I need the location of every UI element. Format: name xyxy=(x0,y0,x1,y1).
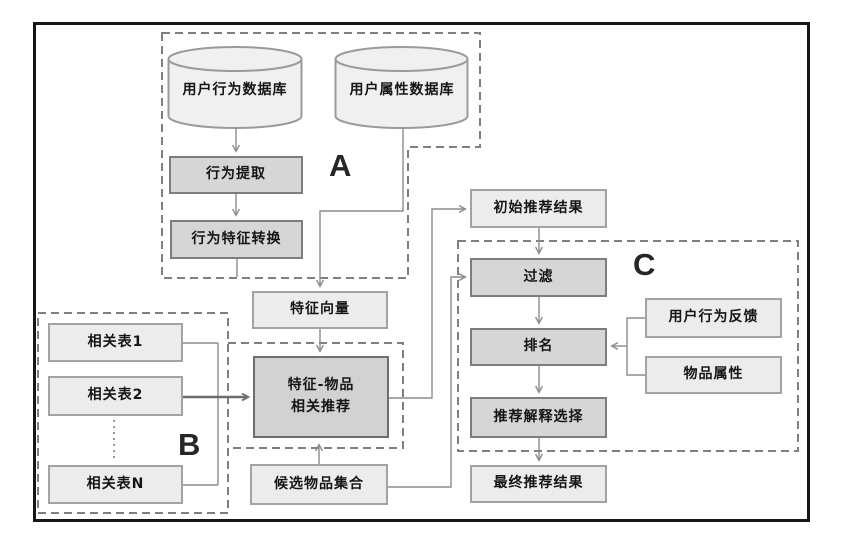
node-behavior-extraction: 行为提取 xyxy=(169,156,303,194)
node-candidate-item-set: 候选物品集合 xyxy=(250,464,388,505)
node-feature-item-recommendation: 特征-物品 相关推荐 xyxy=(253,356,389,438)
label-group-a: A xyxy=(329,148,352,183)
node-final-results: 最终推荐结果 xyxy=(470,465,607,503)
node-explanation-selection: 推荐解释选择 xyxy=(470,397,607,438)
node-initial-results: 初始推荐结果 xyxy=(470,189,607,228)
node-user-attribute-db-label: 用户属性数据库 xyxy=(349,82,455,98)
node-related-table-1: 相关表1 xyxy=(48,323,183,362)
node-user-behavior-db-label: 用户行为数据库 xyxy=(182,82,288,98)
node-behavior-feature-conversion: 行为特征转换 xyxy=(170,220,303,259)
label-group-c: C xyxy=(633,247,656,282)
node-ranking: 排名 xyxy=(470,328,607,366)
node-related-table-n: 相关表N xyxy=(48,465,183,504)
node-user-behavior-feedback: 用户行为反馈 xyxy=(645,298,782,338)
node-feature-vector: 特征向量 xyxy=(252,291,388,329)
label-group-b: B xyxy=(178,427,201,462)
node-filter: 过滤 xyxy=(470,258,607,297)
node-related-table-2: 相关表2 xyxy=(48,376,183,416)
node-item-attributes: 物品属性 xyxy=(645,356,782,394)
